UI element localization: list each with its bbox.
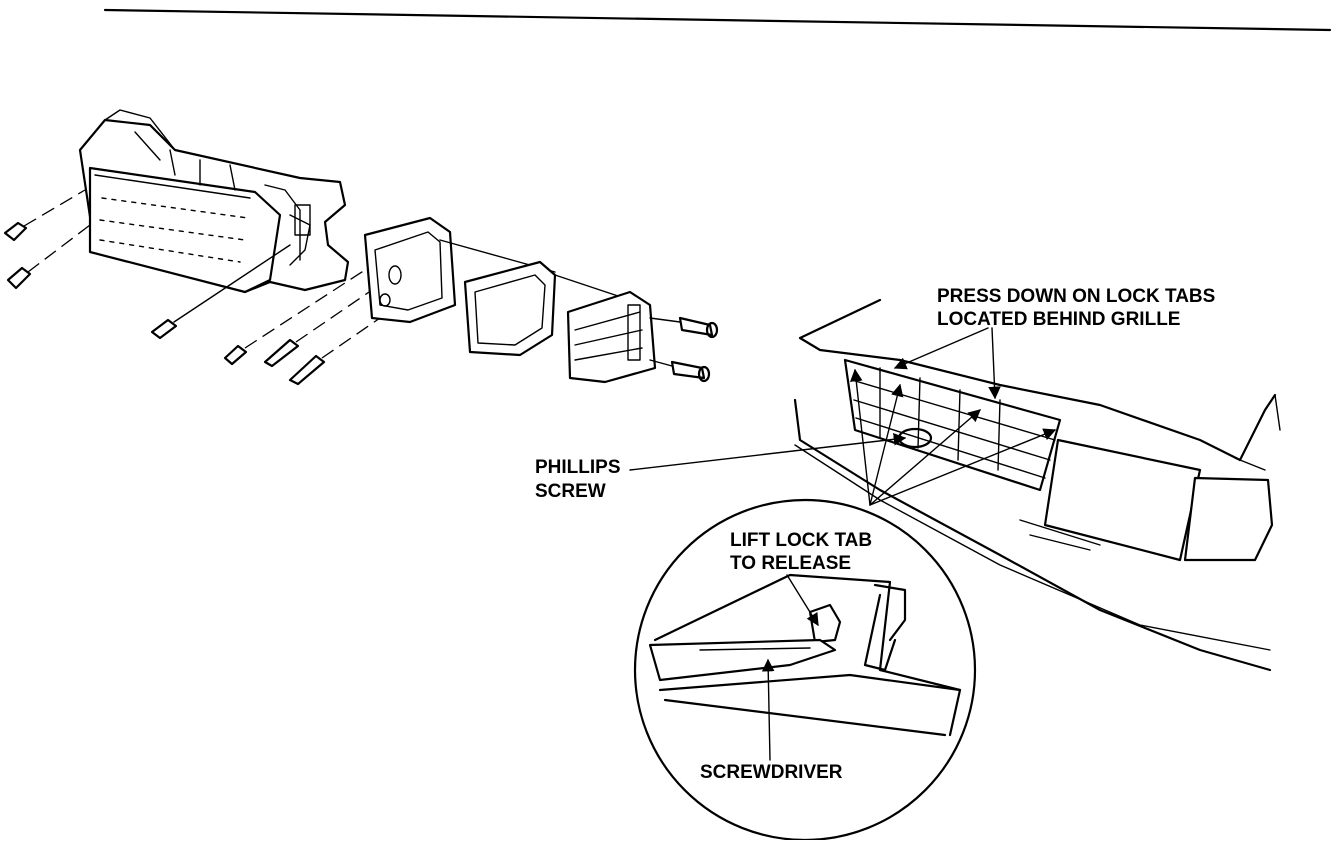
parking-lamp-screw-upper <box>649 316 719 339</box>
vehicle-front <box>793 298 1281 672</box>
headlamp-screw-upper <box>3 189 86 242</box>
headlamp-screw-lower <box>6 224 91 290</box>
parking-lamp <box>566 290 657 384</box>
bracket-screw-1 <box>223 267 369 366</box>
phillips-arrow <box>629 433 907 471</box>
lamp-gasket <box>463 260 557 357</box>
parking-lamp-screw-lower <box>649 359 711 383</box>
lift-lock-label-line2: TO RELEASE <box>730 553 851 574</box>
press-down-label-line2: LOCATED BEHIND GRILLE <box>937 309 1180 330</box>
detail-inset <box>633 498 977 842</box>
bracket-screw-2 <box>263 287 376 368</box>
headlamp-screw-center <box>150 244 291 340</box>
press-down-label-line1: PRESS DOWN ON LOCK TABS <box>937 286 1215 307</box>
screwdriver-label: SCREWDRIVER <box>700 762 843 783</box>
headlamp-assembly <box>78 109 350 294</box>
phillips-label-line2: SCREW <box>535 481 606 502</box>
top-rule <box>103 8 1332 32</box>
bracket-screw-3 <box>288 317 381 386</box>
lock-tab-arrows <box>849 368 1057 506</box>
screwdriver-arrow <box>761 658 775 761</box>
phillips-label-line1: PHILLIPS <box>535 457 621 478</box>
press-down-arrows <box>893 327 1001 400</box>
lamp-bracket <box>363 216 457 324</box>
lift-lock-label-line1: LIFT LOCK TAB <box>730 530 872 551</box>
lift-lock-arrow <box>786 574 819 627</box>
